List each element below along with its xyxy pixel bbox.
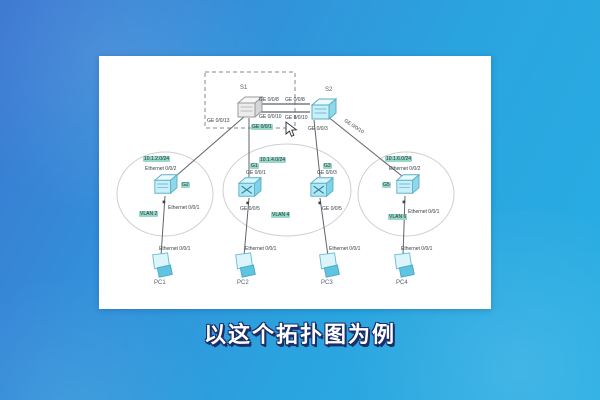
interface-label: Ethernet 0/0/2: [389, 166, 421, 172]
topology-canvas: S1 S2 GE 0/0/8 GE 0/0/10 GE 0/0/8 GE 0/0…: [99, 56, 491, 309]
vlan-label: VLAN 6: [388, 214, 408, 220]
pc3-icon[interactable]: [316, 252, 342, 285]
subnet-label: 10.1.4.0/24: [259, 157, 287, 163]
pc1-icon[interactable]: [149, 252, 175, 285]
port-label: GE 0/0/5: [240, 206, 260, 212]
port-label: GE 0/0/3: [317, 170, 337, 176]
port-label: GE 0/0/1: [246, 170, 266, 176]
subnet-label: 10.1.2.0/24: [143, 156, 171, 162]
interface-label: Ethernet 0/0/1: [245, 246, 277, 252]
interface-label: Ethernet 0/0/1: [401, 246, 433, 252]
port-label: GE 0/0/8: [259, 97, 279, 103]
topology-links-layer: [116, 71, 455, 257]
switch-s1-icon[interactable]: [234, 94, 264, 125]
port-label: GE 0/0/5: [322, 206, 342, 212]
port-tag: G1: [250, 163, 259, 169]
device-label-pc3: PC3: [321, 280, 333, 286]
interface-label: Ethernet 0/0/1: [408, 209, 440, 215]
device-label-pc1: PC1: [154, 280, 166, 286]
subnet-label: 10.1.6.0/24: [385, 156, 413, 162]
device-label-pc4: PC4: [396, 280, 408, 286]
port-tag: G3: [323, 163, 332, 169]
port-tag: G2: [181, 182, 190, 188]
device-label-s2: S2: [325, 87, 333, 93]
interface-label: Ethernet 0/0/1: [159, 246, 191, 252]
lan-switch-right-icon[interactable]: [393, 172, 421, 201]
lan-switch-left-icon[interactable]: [151, 172, 179, 201]
port-label-highlighted: GE 0/0/1: [251, 124, 273, 130]
mouse-cursor-icon: [285, 121, 298, 137]
router-left-icon[interactable]: [235, 175, 263, 204]
port-label: GE 0/0/10: [259, 114, 282, 120]
port-label: GE 0/0/13: [207, 118, 230, 124]
pc4-icon[interactable]: [391, 252, 417, 285]
port-label: GE 0/0/10: [285, 115, 308, 121]
pc2-icon[interactable]: [232, 252, 258, 285]
router-right-icon[interactable]: [307, 175, 335, 204]
port-label: GE 0/0/8: [285, 97, 305, 103]
vlan-label: VLAN 2: [139, 211, 159, 217]
device-label-s1: S1: [240, 85, 248, 91]
switch-s2-icon[interactable]: [308, 96, 338, 127]
interface-label: Ethernet 0/0/1: [168, 205, 200, 211]
device-label-pc2: PC2: [237, 280, 249, 286]
video-caption: 以这个拓扑图为例: [203, 322, 396, 347]
interface-label: Ethernet 0/0/1: [329, 246, 361, 252]
port-label: GE 0/0/3: [308, 126, 328, 132]
interface-label: Ethernet 0/0/2: [145, 166, 177, 172]
vlan-label: VLAN 4: [271, 212, 291, 218]
port-tag: G5: [382, 182, 391, 188]
